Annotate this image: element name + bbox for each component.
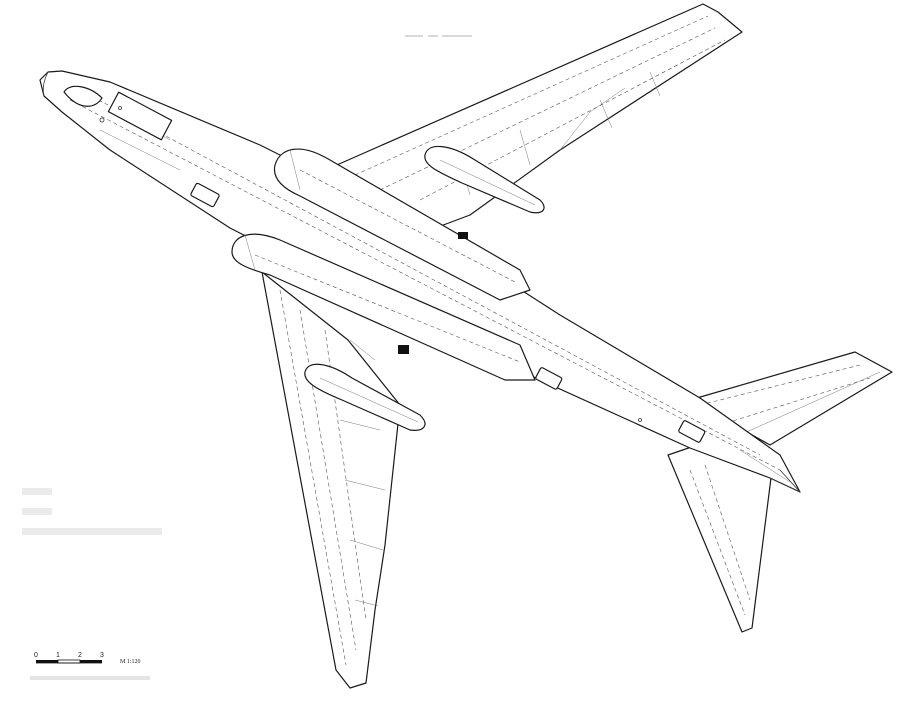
scale-tick-3: 3 — [100, 652, 104, 659]
fuselage-engine-lower — [231, 233, 536, 381]
scale-tick-0: 0 — [34, 652, 38, 659]
fuselage-engine-upper — [273, 148, 531, 301]
upper-wing-pod — [424, 145, 545, 214]
lower-wing-pod — [304, 363, 426, 431]
tail-cone — [739, 449, 801, 493]
scale-label: M 1:120 — [120, 659, 141, 665]
cockpit-and-hatches — [63, 85, 706, 443]
faint-watermark-text — [22, 35, 472, 680]
scale-tick-1: 1 — [56, 652, 60, 659]
scale-bar: 0 1 2 3 M 1:120 — [34, 652, 141, 665]
horizontal-stabilizer — [667, 351, 893, 633]
scale-tick-2: 2 — [78, 652, 82, 659]
lower-wing — [261, 271, 401, 689]
